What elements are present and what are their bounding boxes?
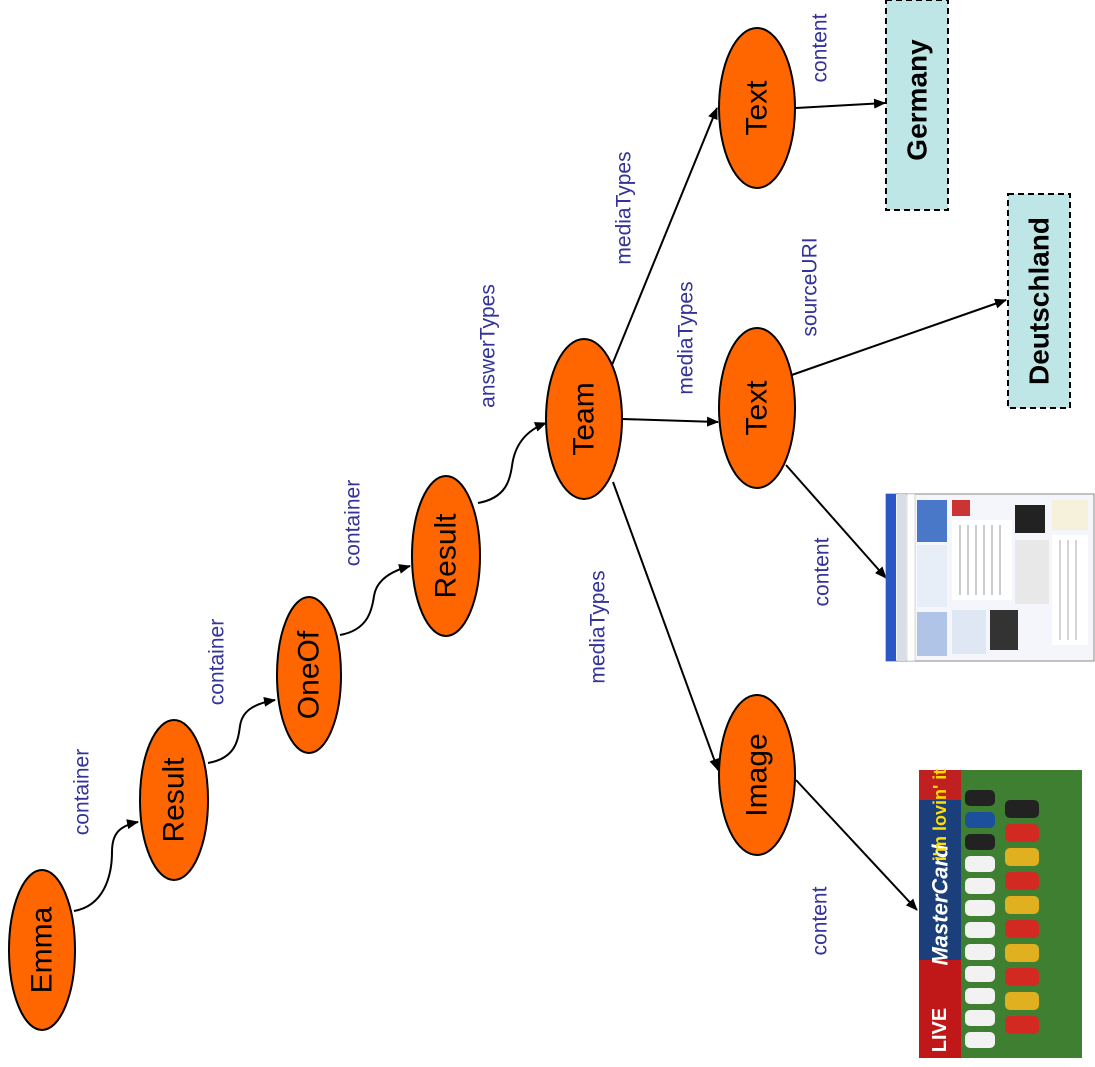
- node-image-label: Image: [741, 733, 774, 816]
- edge-emma-result1: [73, 819, 139, 912]
- label-team-text-top: mediaTypes: [613, 151, 636, 264]
- players-row-red: [1005, 800, 1039, 1034]
- node-text-mid: Text: [718, 327, 796, 489]
- value-box-germany: Germany: [885, 0, 949, 211]
- edge-oneof-result2: [339, 564, 411, 636]
- photo-banner-left: LIVE: [929, 1008, 951, 1052]
- label-team-image: mediaTypes: [587, 570, 610, 683]
- node-oneof: OneOf: [276, 596, 342, 754]
- label-image-photo: content: [809, 886, 832, 955]
- node-emma: Emma: [8, 869, 76, 1031]
- node-oneof-label: OneOf: [293, 630, 326, 719]
- edge-text-top-germany: [795, 98, 886, 109]
- team-photo: LIVE MasterCard i'm lovin' it: [919, 769, 1082, 1058]
- edge-result1-oneof: [207, 696, 276, 764]
- node-text-top: Text: [718, 27, 796, 189]
- photo-banner-middle: MasterCard: [928, 844, 953, 966]
- value-germany-text: Germany: [902, 39, 933, 161]
- value-box-deutschland: Deutschland: [1007, 193, 1071, 409]
- edge-result2-team: [477, 422, 547, 504]
- edge-team-text-mid: [621, 416, 719, 427]
- players-row-dark: [965, 790, 995, 1048]
- node-result-1-label: Result: [158, 757, 191, 843]
- label-text-top-germany: content: [809, 13, 832, 82]
- node-emma-label: Emma: [26, 906, 59, 993]
- node-text-top-label: Text: [741, 80, 774, 136]
- edge-text-mid-deutschland: [785, 298, 1007, 378]
- label-text-mid-webpage: content: [811, 537, 834, 606]
- label-team-text-mid: mediaTypes: [675, 281, 698, 394]
- edge-team-image: [612, 481, 719, 771]
- node-result-2-label: Result: [430, 513, 463, 599]
- node-result-2: Result: [411, 475, 481, 637]
- node-team: Team: [545, 338, 623, 500]
- label-result2-team: answerTypes: [477, 284, 500, 408]
- webpage-screenshot-thumbnail: [885, 493, 1095, 662]
- label-emma-result1: container: [71, 749, 94, 835]
- label-oneof-result2: container: [342, 480, 365, 566]
- node-result-1: Result: [139, 719, 209, 881]
- label-text-mid-deutschland: sourceURI: [799, 237, 822, 336]
- edge-image-photo: [795, 779, 918, 911]
- value-deutschland-text: Deutschland: [1024, 217, 1055, 385]
- edge-text-mid-webpage: [785, 464, 887, 579]
- photo-banner-right: i'm lovin' it: [930, 769, 950, 862]
- node-team-label: Team: [568, 382, 601, 455]
- node-text-mid-label: Text: [741, 380, 774, 436]
- edge-team-text-top: [611, 107, 718, 366]
- node-image: Image: [718, 694, 796, 856]
- label-result1-oneof: container: [206, 619, 229, 705]
